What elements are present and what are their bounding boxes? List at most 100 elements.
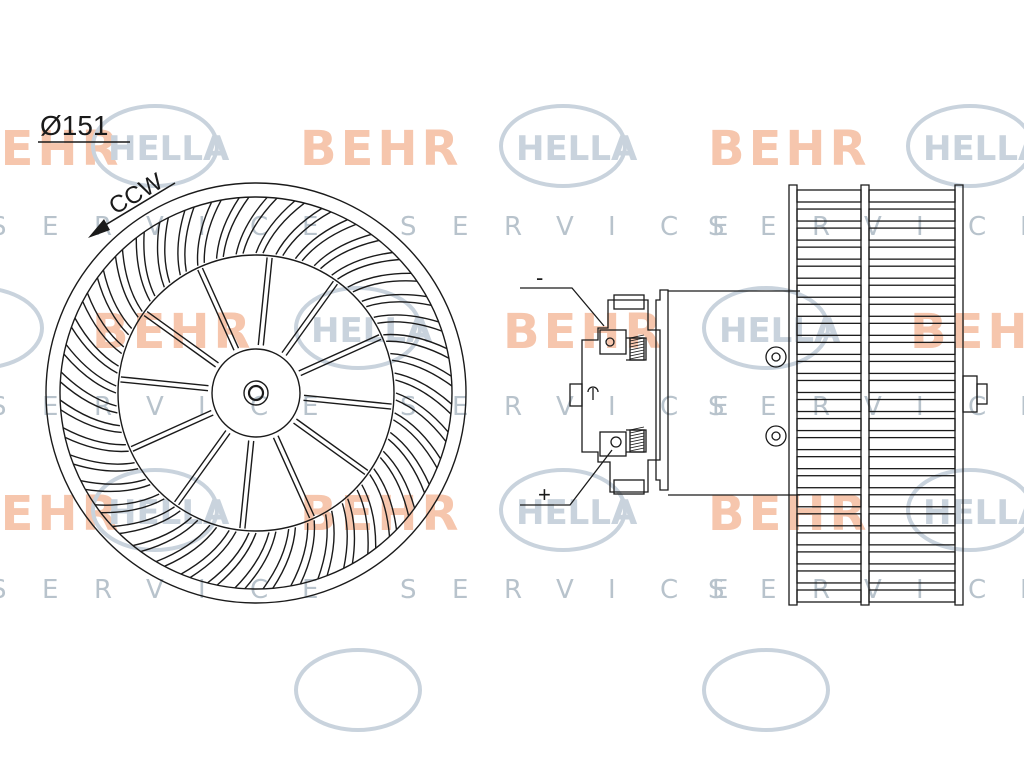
fan-blade (352, 280, 418, 293)
fan-blade (196, 201, 213, 266)
side-blade-left (796, 494, 862, 508)
fan-blade (112, 506, 175, 528)
fan-blade (63, 353, 117, 394)
fan-blade (59, 399, 120, 427)
spring-coil (629, 429, 645, 434)
service-watermark-letter: E (1020, 392, 1024, 422)
fan-blade (383, 333, 448, 350)
connector-center-boss (569, 383, 583, 407)
service-watermark-letter: E (1020, 575, 1024, 605)
side-blade-right (868, 379, 956, 394)
fan-hub-disc (117, 254, 395, 532)
fan-blade (164, 217, 171, 283)
leader-line-negative (520, 287, 605, 327)
hella-watermark: HELLA (108, 493, 230, 533)
service-watermark-letter: I (916, 212, 924, 242)
service-watermark-letter: R (504, 392, 522, 422)
connector-housing (581, 299, 661, 493)
service-watermark-letter: C (660, 575, 678, 605)
service-watermark-letter: R (94, 392, 112, 422)
terminal-positive-block (599, 431, 627, 457)
fan-blade (390, 352, 452, 377)
fan-blade (299, 520, 316, 585)
fan-blade (395, 399, 447, 442)
fan-blade (59, 381, 118, 414)
side-blade-left (796, 532, 862, 546)
fan-blade (85, 484, 151, 493)
service-watermark-letter: V (556, 392, 574, 422)
fan-blades (59, 196, 453, 590)
fan-spoke (272, 435, 315, 519)
service-watermark-letter: R (504, 575, 522, 605)
fan-blade (189, 531, 237, 579)
service-watermark-letter: I (608, 212, 616, 242)
behr-watermark: BEHR (910, 304, 1024, 360)
fan-blade (313, 233, 372, 267)
fan-blade (394, 372, 453, 405)
fan-blade (143, 231, 156, 297)
behr-watermark: BEHR (503, 304, 666, 360)
service-watermark-letter: S (708, 212, 725, 242)
side-blade-left (796, 398, 862, 413)
spring-coil (629, 426, 645, 431)
fan-blade (392, 359, 453, 387)
leader-line-positive (520, 449, 613, 506)
fan-blade (184, 206, 195, 272)
fan-blade (235, 196, 268, 255)
fan-spoke (298, 334, 382, 377)
fan-blade (140, 519, 199, 553)
service-watermark-letter: E (452, 575, 468, 605)
service-watermark-letter: C (250, 392, 268, 422)
service-watermark-letter: V (556, 212, 574, 242)
side-blade-right (868, 341, 956, 356)
fan-blade (203, 199, 222, 263)
service-watermark-letter: E (302, 392, 318, 422)
fan-blade (135, 237, 151, 302)
fan-blade (69, 454, 135, 465)
fan-blade (282, 211, 332, 256)
spring-coil (629, 346, 645, 351)
fan-blade (337, 258, 400, 280)
fan-blade (82, 301, 123, 355)
connector-tab-bottom (613, 479, 645, 495)
fan-blade (132, 516, 192, 547)
side-blade-right (868, 532, 956, 546)
fan-blade (262, 202, 305, 254)
fan-spoke (281, 280, 338, 356)
fan-outer-ring (45, 182, 467, 604)
motor-connector-side-view (520, 287, 800, 506)
spring-coil (629, 447, 645, 452)
service-watermark-letter: V (146, 575, 164, 605)
fan-blade (320, 239, 380, 270)
service-watermark-letter: I (608, 575, 616, 605)
fan-blade (215, 197, 240, 259)
fan-blade (262, 529, 290, 590)
fan-blade (290, 523, 309, 587)
fan-spoke (293, 418, 369, 475)
fan-blade (114, 256, 139, 318)
side-blade-left (796, 475, 862, 489)
hella-watermark (0, 104, 1024, 732)
side-blade-right (868, 398, 956, 413)
fan-blade (164, 526, 218, 567)
fan-blade (64, 436, 129, 453)
hella-watermark: HELLA (516, 129, 638, 169)
service-watermark-letter: C (660, 212, 678, 242)
fan-blade (102, 269, 133, 329)
service-watermark-letter: V (146, 392, 164, 422)
spring-coil (629, 352, 645, 357)
spring-outline (629, 429, 645, 453)
service-watermark-letter: V (556, 575, 574, 605)
fan-blade (301, 223, 357, 262)
service-watermark-rows: SERVICESERVICESERVICESERVICESERVICESERVI… (0, 212, 1024, 605)
spring-outline (629, 337, 645, 361)
spring-coil (629, 438, 645, 443)
service-watermark-letter: S (708, 392, 725, 422)
service-watermark-letter: C (968, 212, 986, 242)
mount-boss-upper (765, 346, 787, 368)
side-blade-left (796, 303, 862, 317)
spring-coil (629, 349, 645, 354)
fan-spoke (120, 376, 209, 392)
service-watermark-letter: R (504, 212, 522, 242)
